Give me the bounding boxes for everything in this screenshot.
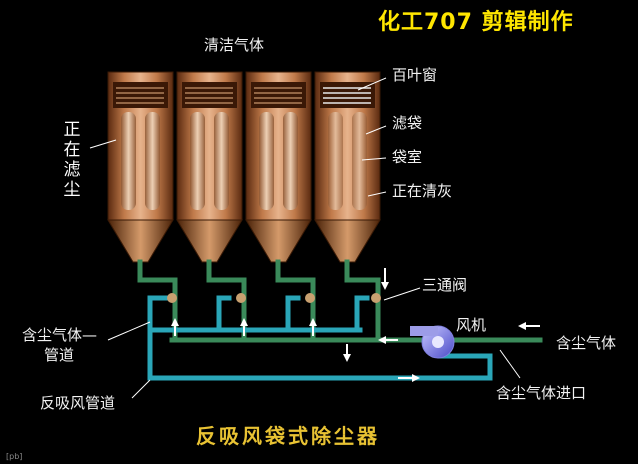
chamber-4-cleaning xyxy=(314,71,381,263)
dusty-gas-pipe-label: 含尘气体— xyxy=(22,326,98,344)
bag-chamber-label: 袋室 xyxy=(392,148,423,166)
clean-gas-label: 清洁气体 xyxy=(204,36,265,54)
cleaning-label: 正在清灰 xyxy=(392,182,453,200)
chamber-1 xyxy=(107,71,174,263)
dusty-gas-right-label: 含尘气体 xyxy=(556,334,617,352)
three-way-valves xyxy=(167,293,381,303)
louver-label: 百叶窗 xyxy=(392,66,438,84)
leader-lines xyxy=(89,77,521,399)
flow-arrows xyxy=(171,268,540,382)
chamber-3 xyxy=(245,71,312,263)
filtering-label: 正 在 滤 尘 xyxy=(63,120,81,200)
reverse-air-pipe-label: 反吸风管道 xyxy=(40,394,116,412)
corner-mark: [pb] xyxy=(6,452,23,461)
three-way-valve-label: 三通阀 xyxy=(422,276,468,294)
reverse-air-pipes xyxy=(147,295,493,381)
fan-label: 风机 xyxy=(456,316,487,334)
fan xyxy=(410,325,455,359)
chamber-2 xyxy=(176,71,243,263)
dusty-gas-inlet-label: 含尘气体进口 xyxy=(496,384,587,402)
watermark-title: 化工707 剪辑制作 xyxy=(378,10,574,35)
diagram-caption: 反吸风袋式除尘器 xyxy=(196,424,380,448)
filter-bag-label: 滤袋 xyxy=(392,114,423,132)
dusty-gas-pipe-label-2: 管道 xyxy=(44,346,75,364)
